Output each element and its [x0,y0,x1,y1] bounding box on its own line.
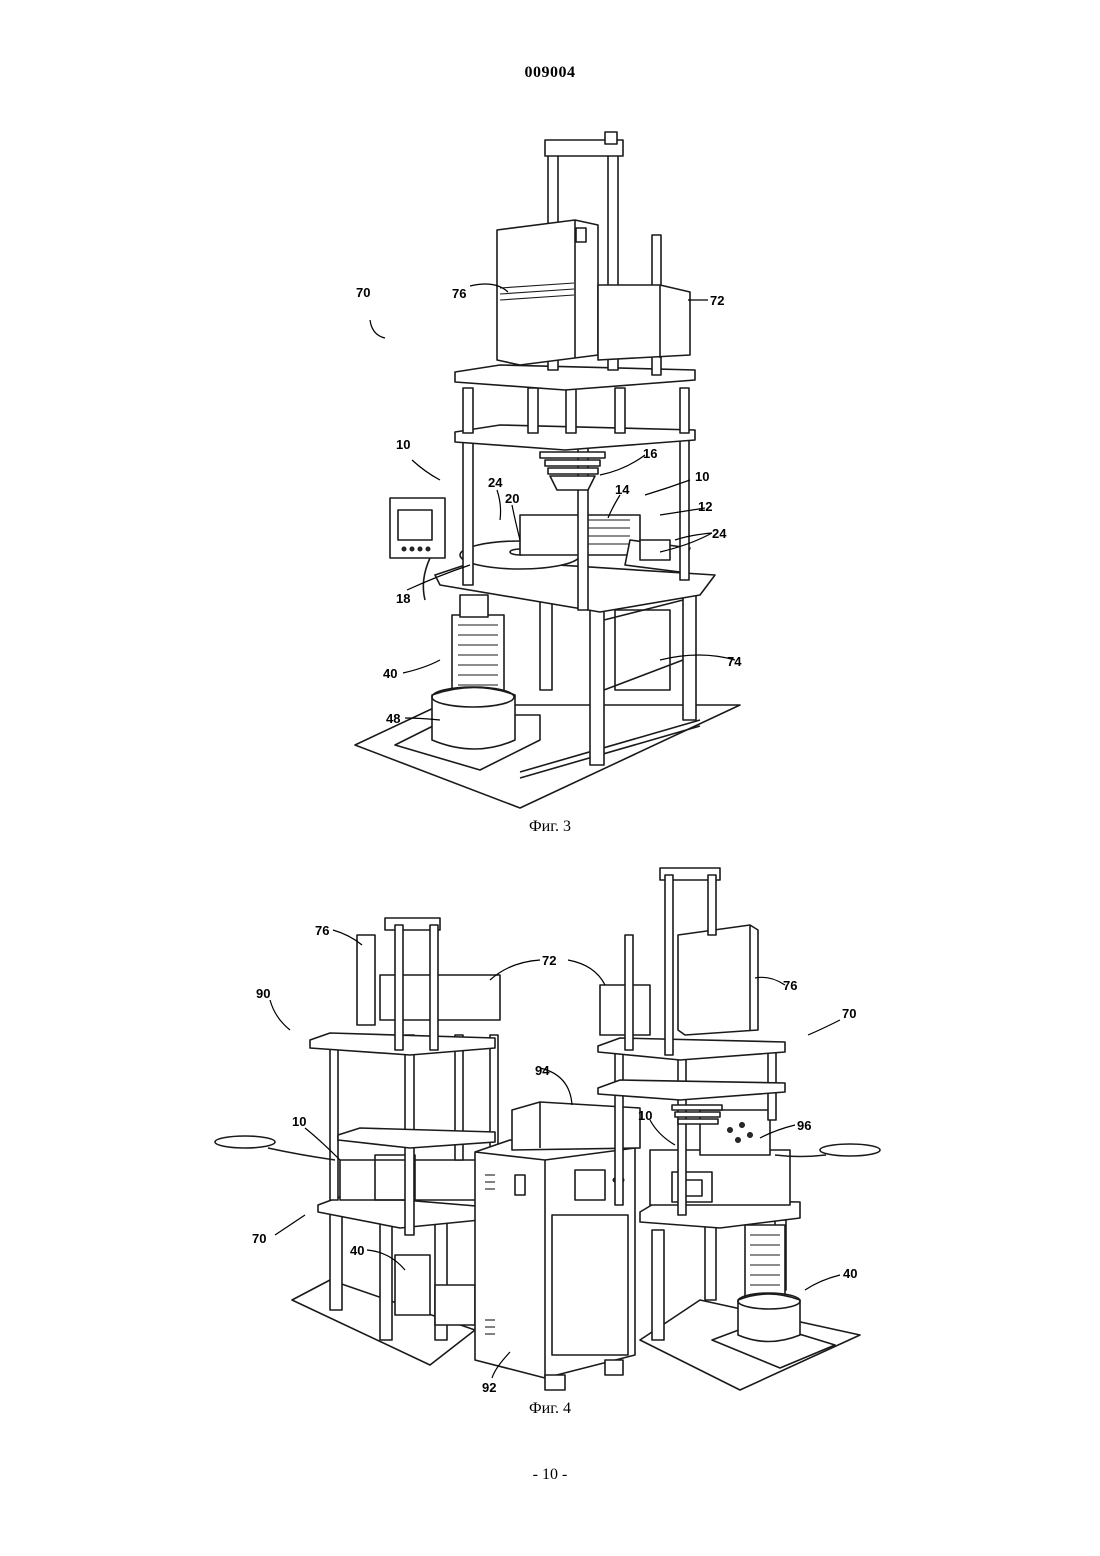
label-10: 10 [396,437,410,452]
label-72: 72 [710,293,724,308]
label-72: 72 [542,953,556,968]
label-20: 20 [505,491,519,506]
box-72 [598,285,690,360]
label-40-left: 40 [350,1243,364,1258]
label-24: 24 [488,475,503,490]
label-10b: 10 [695,469,709,484]
label-18: 18 [396,591,410,606]
label-70-right: 70 [842,1006,856,1021]
crucible-48 [432,688,515,750]
label-14: 14 [615,482,630,497]
label-24b: 24 [712,526,727,541]
figure-3-drawing: 70 76 72 10 16 10 24 20 14 12 24 18 40 7… [0,120,1100,820]
label-40-right: 40 [843,1266,857,1281]
right-box-76 [678,925,758,1035]
label-76: 76 [452,286,466,301]
label-10-right: 10 [638,1108,652,1123]
label-92: 92 [482,1380,496,1395]
page-number: - 10 - [0,1466,1100,1484]
table-leg [590,595,604,765]
document-number: 009004 [0,64,1100,82]
label-76-right: 76 [783,978,797,993]
label-70-left: 70 [252,1231,266,1246]
figure-3-caption: Фиг. 3 [0,818,1100,836]
label-94: 94 [535,1063,550,1078]
cabinet-92 [475,1140,635,1378]
label-10-left: 10 [292,1114,306,1129]
label-76-left: 76 [315,923,329,938]
base-plate [355,705,740,808]
label-12: 12 [698,499,712,514]
figure-4-drawing: 76 72 90 76 70 94 10 10 96 70 40 40 92 [0,850,1100,1400]
label-90: 90 [256,986,270,1001]
label-16: 16 [643,446,657,461]
label-48: 48 [386,711,400,726]
figure-4-caption: Фиг. 4 [0,1400,1100,1418]
label-74: 74 [727,654,742,669]
label-96: 96 [797,1118,811,1133]
label-70: 70 [356,285,370,300]
label-40: 40 [383,666,397,681]
